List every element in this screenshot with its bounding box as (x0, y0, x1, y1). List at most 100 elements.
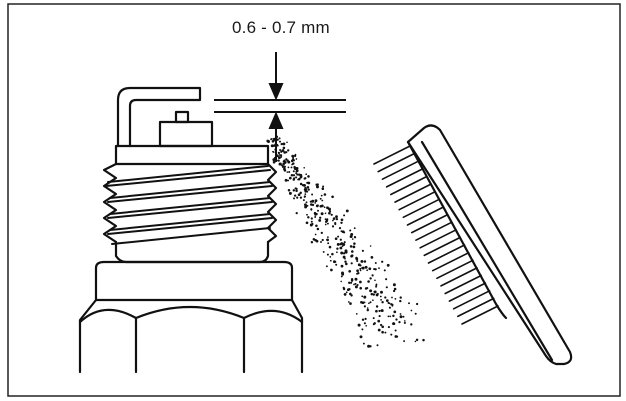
spray-particle (351, 238, 354, 240)
spray-particle (325, 265, 328, 268)
spray-particle (353, 236, 357, 239)
brush-bristle (385, 168, 424, 188)
spray-particle (375, 284, 378, 287)
spray-particle (274, 148, 277, 151)
spray-particle (272, 137, 276, 141)
spray-particle (414, 312, 417, 315)
spray-particle (375, 293, 379, 297)
spray-particle (316, 227, 320, 231)
spray-particle (357, 263, 361, 267)
spray-particle (292, 197, 296, 200)
spray-particle (331, 195, 334, 199)
spray-particle (361, 301, 365, 305)
spray-particle (306, 213, 308, 216)
spray-particle (284, 178, 288, 182)
spray-particle (350, 281, 353, 284)
spray-particle (387, 315, 390, 318)
spray-particle (365, 324, 368, 327)
spray-particle (326, 238, 329, 242)
spray-particle (287, 166, 290, 169)
shell-top (114, 144, 270, 166)
spray-particle (293, 194, 297, 197)
spray-particle (330, 268, 333, 272)
spray-particle (302, 199, 305, 202)
spray-particle (288, 170, 291, 174)
spray-particle (348, 281, 351, 284)
spray-particle (380, 290, 383, 294)
spray-particle (296, 173, 299, 176)
spray-particle (369, 289, 373, 293)
spray-particle (366, 269, 369, 272)
spray-particle (399, 296, 402, 299)
spray-particle (319, 197, 322, 200)
spray-particle (394, 298, 397, 300)
spray-particle (381, 330, 384, 334)
spray-particle (339, 238, 342, 241)
spray-particle (393, 287, 397, 291)
spray-particle (283, 165, 286, 168)
brush-bristle (410, 213, 449, 234)
spray-particle (306, 186, 310, 189)
spray-particle (277, 156, 281, 160)
spray-particle (394, 335, 398, 338)
spray-particle (353, 242, 356, 245)
spray-particle (354, 285, 358, 289)
spray-particle (349, 229, 352, 232)
spray-particle (349, 235, 353, 239)
spray-particle (295, 170, 298, 173)
spray-particle (280, 150, 283, 153)
spray-particle (332, 219, 334, 222)
spray-particle (403, 321, 406, 324)
spray-particle (355, 256, 358, 260)
spray-particle (324, 223, 327, 226)
spray-particle (414, 340, 417, 343)
spray-particle (375, 285, 378, 288)
spray-particle (317, 209, 319, 212)
center-electrode-base (158, 120, 214, 148)
gap-measurement-label: 0.6 - 0.7 mm (232, 18, 330, 37)
spray-particle (316, 185, 319, 189)
spray-particle (321, 238, 324, 242)
spray-particle (399, 313, 402, 315)
spray-particle (340, 264, 344, 268)
spray-particle (343, 231, 346, 234)
spray-particle (290, 174, 294, 177)
spray-particle (343, 214, 346, 217)
spray-particle (291, 154, 295, 158)
spray-particle (345, 291, 348, 294)
spray-particle (272, 151, 275, 153)
spray-particle (352, 245, 356, 249)
spray-particle (276, 154, 279, 158)
spray-particle (286, 171, 289, 173)
spray-particle (390, 303, 393, 306)
spray-particle (328, 211, 331, 215)
spray-particle (356, 284, 359, 286)
spray-particle (324, 212, 327, 215)
spray-particle (361, 266, 365, 270)
spray-particle (373, 290, 377, 294)
spray-particle (395, 318, 398, 321)
spray-particle (303, 183, 306, 187)
spray-particle (307, 188, 310, 191)
spray-particle (288, 191, 292, 195)
spray-particle (326, 206, 329, 210)
spray-particle (339, 246, 343, 250)
spray-particle (370, 292, 374, 296)
spray-particle (286, 159, 289, 162)
spray-particle (403, 340, 406, 343)
spray-particle (307, 216, 310, 219)
spray-particle (305, 201, 308, 204)
spray-particle (353, 283, 355, 286)
spray-particle (314, 216, 317, 218)
gap-arrow-down-head (268, 83, 284, 101)
spray-particle (336, 242, 340, 246)
spray-particle (363, 305, 367, 308)
spray-particle (391, 322, 395, 325)
spray-particle (291, 158, 295, 162)
spray-particle (274, 159, 278, 163)
thread-outline-left (102, 162, 118, 244)
spray-particle (334, 237, 338, 240)
spray-particle (336, 247, 339, 250)
spray-particle (342, 255, 346, 259)
spray-particle (354, 277, 358, 281)
